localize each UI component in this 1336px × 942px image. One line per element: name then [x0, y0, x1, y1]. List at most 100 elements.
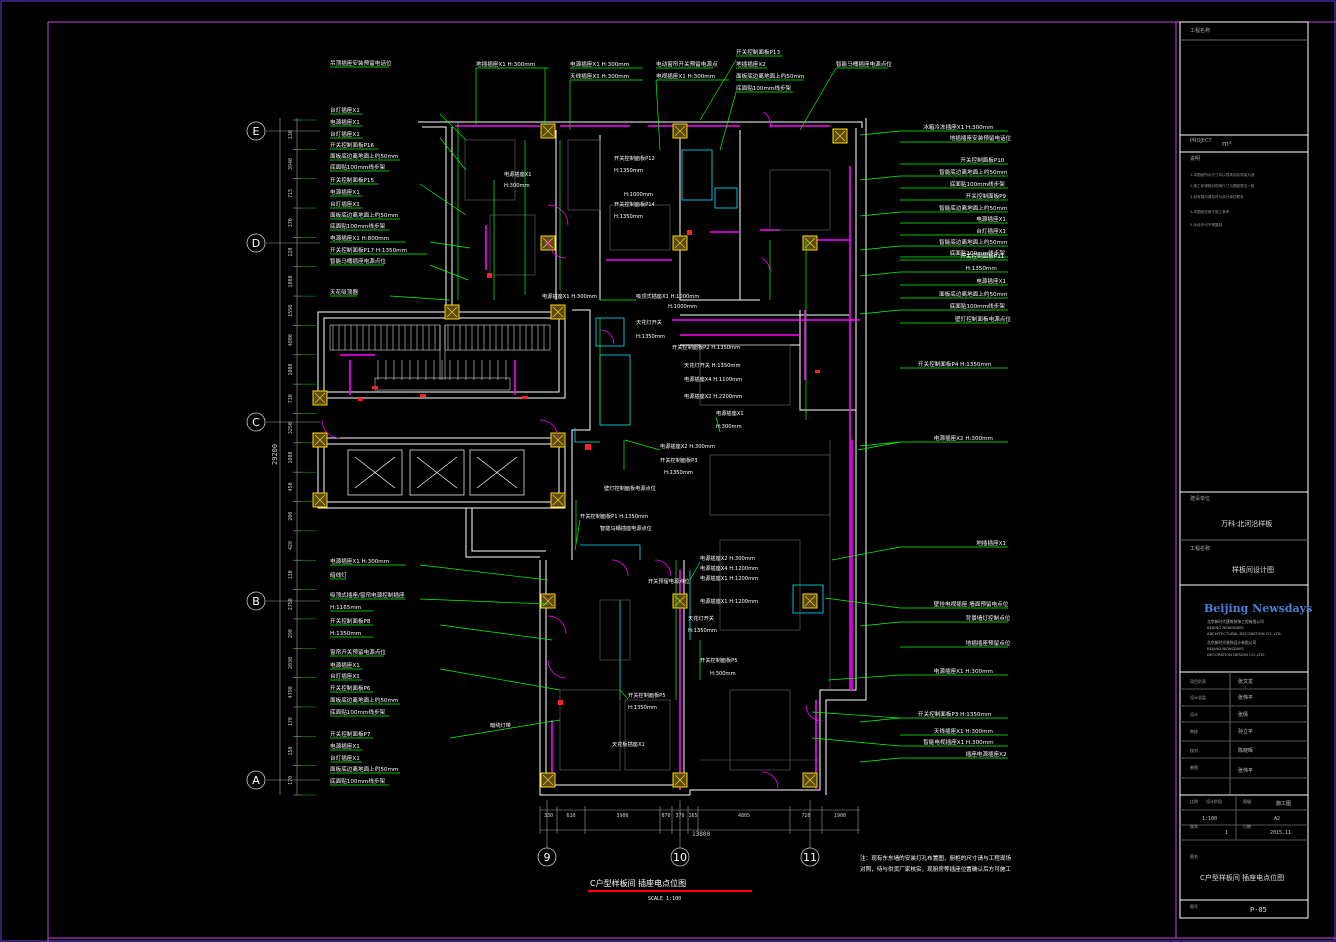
annotation-label: 吊顶插座安装预留电话位 — [330, 59, 392, 67]
annotation-label: 开关控制面板P15 — [330, 176, 374, 184]
grid-col-label: 10 — [673, 851, 687, 864]
leader — [859, 245, 901, 251]
annotation-label: 天线插座X1 H:300mm — [934, 727, 993, 735]
column — [550, 492, 566, 508]
annotation-label: 开关控制面板P6 — [330, 684, 371, 692]
dim-label: 170 — [288, 776, 294, 785]
annotation-label: 电源插座X1 H:1200mm — [700, 574, 758, 582]
dim-label: 3940 — [288, 158, 294, 170]
leader — [619, 689, 629, 700]
annotation-label: 吸顶式插座X1 H:1000mm — [636, 292, 699, 300]
annotation-label: 面板底边离地面上约50mm — [330, 152, 398, 160]
tb-client-label: 建设单位 — [1190, 495, 1210, 502]
leader — [719, 91, 737, 151]
dim-label: 150 — [288, 746, 294, 755]
dim-label: 715 — [288, 189, 294, 198]
annotation-label: 智能底边离地面上约50mm — [939, 204, 1007, 212]
leader — [715, 416, 721, 433]
column — [312, 390, 328, 406]
annotation-label: 底面贴100mm线步架 — [330, 708, 386, 716]
annotation-label: 底面贴100mm线步架 — [330, 777, 386, 785]
column — [540, 593, 556, 609]
annotation-label: 地插插座X1 — [976, 539, 1006, 547]
annotation-label: 电视插座X1 H:300mm — [656, 72, 715, 80]
leader — [859, 309, 901, 315]
annotation-label: 天线插座X1 H:300mm — [570, 72, 629, 80]
left-dim-total: 29200 — [271, 444, 279, 465]
annotation-label: H:1165mm — [330, 605, 361, 611]
dim-label: 130 — [288, 570, 294, 579]
annotation-label: 台灯插座X1 — [976, 227, 1006, 235]
annotation-label: 智能马桶插座电源点位 — [600, 524, 652, 532]
tb-date-label: 日期 — [1243, 823, 1251, 829]
leader — [624, 439, 661, 451]
leader — [859, 621, 901, 627]
annotation-label: 台灯插座X1 — [330, 106, 360, 114]
column — [802, 235, 818, 251]
annotation-label: 天花吸顶器 — [330, 288, 358, 296]
leader — [389, 295, 451, 301]
bottom-dim-total: 13800 — [692, 831, 710, 838]
dim-label: 3900 — [616, 813, 628, 819]
annotation-label: 面板底边离地面上约50mm — [330, 765, 398, 773]
dim-label: 200 — [288, 512, 294, 521]
grid-bubble-col: 10 — [670, 847, 690, 867]
tb-note-line: 4.本图纸仅用于施工参考 — [1190, 209, 1230, 214]
annotation-label: 电源插座X2 H:2200mm — [684, 392, 742, 400]
grid-bubble-row: A — [246, 770, 266, 790]
annotation-label: 电源插座X1 — [330, 742, 360, 750]
annotation-label: 壁灯控制面板电源点位 — [955, 315, 1011, 323]
annotation-label: 开关控制面板P3 H:1350mm — [918, 710, 992, 718]
annotation-label: 电源插座X1 H:300mm — [542, 292, 597, 300]
dim-label: 370 — [288, 218, 294, 227]
tb-signoff-role: 设计总监 — [1190, 694, 1206, 700]
dim-label: 170 — [288, 717, 294, 726]
tb-firm-line: BEIJING NEWSDAYS — [1207, 625, 1244, 630]
annotation-label: 智能马桶插座电源点位 — [836, 60, 892, 68]
annotation-label: 地插插座X2 — [736, 60, 766, 68]
tb-signoff-name: 张文龙 — [1238, 678, 1253, 685]
tb-scale-value: 1:100 — [1202, 816, 1217, 822]
tb-signoff-role: 校对 — [1190, 747, 1198, 753]
annotation-label: 暗线灯带 — [490, 721, 511, 729]
column — [672, 593, 688, 609]
leader — [655, 79, 661, 151]
leader — [859, 130, 901, 136]
annotation-label: H:1350mm — [330, 631, 361, 637]
grid-axes — [266, 130, 811, 848]
tb-firm-line: ARCHITECTURAL DECORATION CO.,LTD. — [1207, 631, 1282, 636]
annotation-label: 面板底边离地面上约50mm — [736, 72, 804, 80]
grid-row-label: E — [253, 125, 260, 138]
column — [672, 235, 688, 251]
dim-label: 610 — [566, 813, 575, 819]
grid-bubble-row: C — [246, 412, 266, 432]
annotation-label: 底面贴100mm线步架 — [330, 222, 386, 230]
dim-label: 2750 — [288, 598, 294, 610]
annotation-label: 天花灯开关 — [636, 318, 662, 326]
annotation-label: 台灯插座X1 — [330, 754, 360, 762]
annotation-label: 电源插座X1 — [716, 409, 744, 417]
grid-bubble-row: E — [246, 121, 266, 141]
annotation-label: 窗帘开关预留电源点位 — [330, 648, 386, 656]
leader — [419, 564, 549, 581]
annotation-label: 开关控制面板P16 — [330, 141, 374, 149]
dim-label: 3250 — [288, 422, 294, 434]
tb-firm-lines: 北京新时代建筑装饰工程有限公司 BEIJING NEWSDAYS ARCHITE… — [1207, 619, 1282, 657]
tb-size-label: 图幅 — [1243, 798, 1251, 804]
leader — [439, 113, 467, 141]
annotation-label: 开关控制面板P7 — [330, 730, 371, 738]
annotation-label: 台灯插座X1 — [330, 130, 360, 138]
annotation-label: 天花灯开关 — [688, 614, 714, 622]
dim-label: 420 — [288, 541, 294, 550]
tb-area-unit: m² — [1222, 140, 1232, 148]
column — [312, 432, 328, 448]
annotation-label: 电源插座X2 H:300mm — [700, 554, 755, 562]
annotation-label: 壁挂电视插座 墙面预留电点位 — [934, 600, 1009, 608]
tb-size-value: A2 — [1274, 816, 1280, 822]
dim-label: 720 — [801, 813, 810, 819]
annotation-label: 开关控制面板P1 H:1350mm — [580, 512, 648, 520]
column — [444, 304, 460, 320]
annotation-label: 电源插座X1 — [330, 661, 360, 669]
